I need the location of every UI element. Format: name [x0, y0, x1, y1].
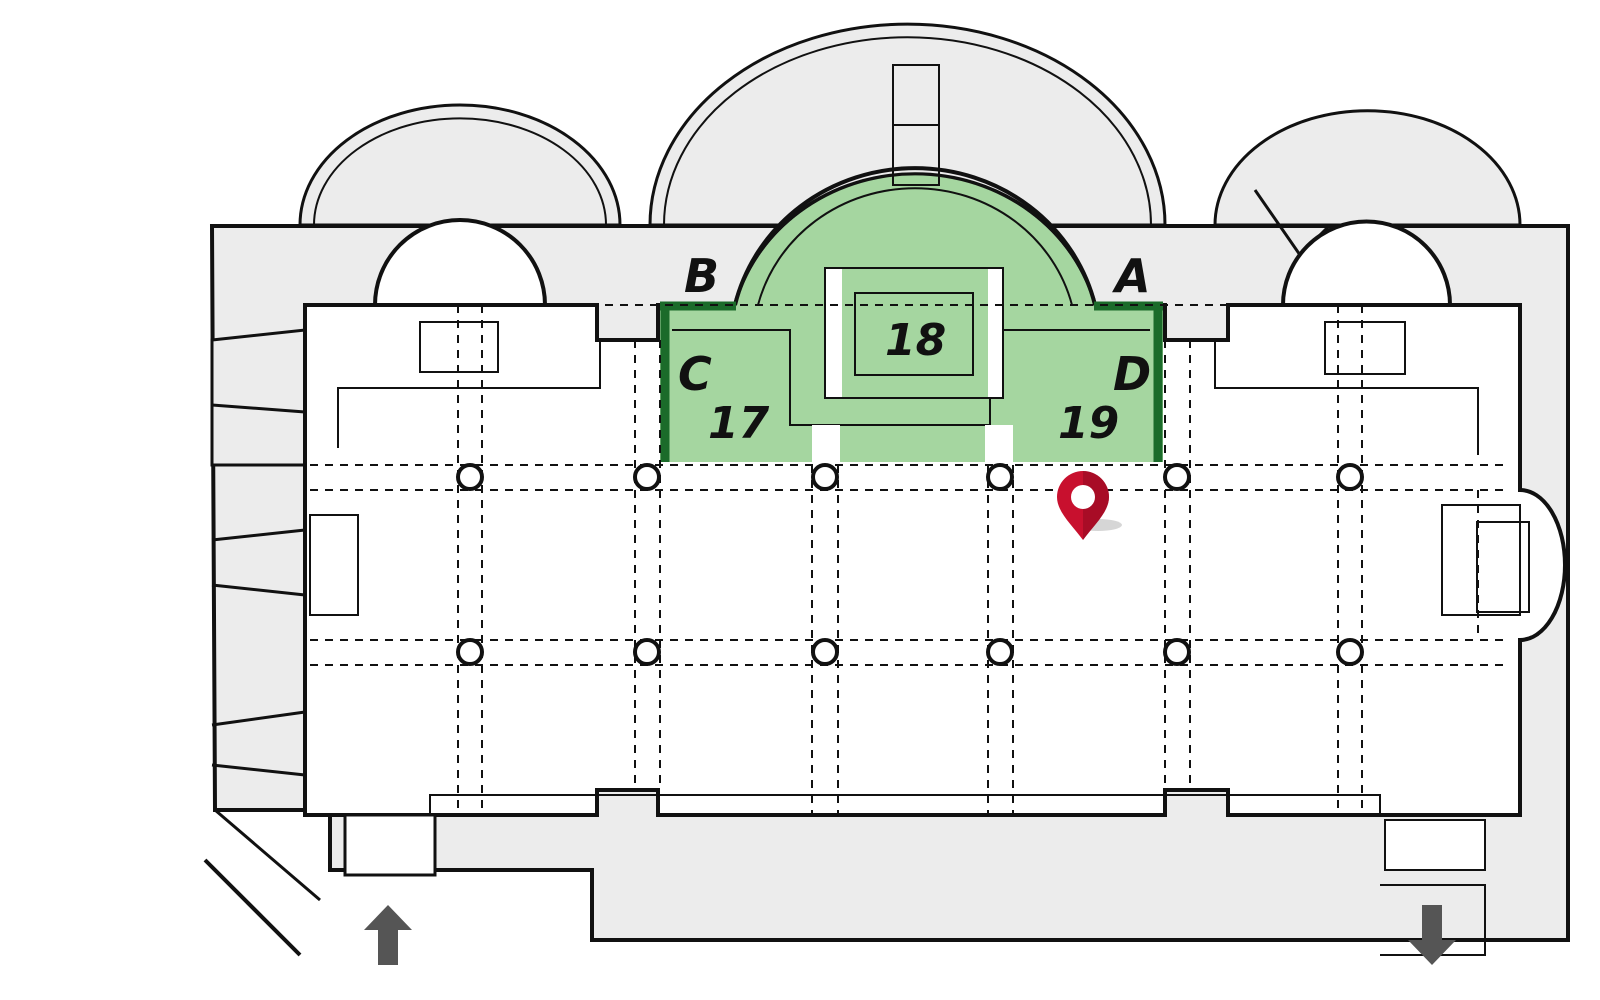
highlighted-area: [660, 124, 1163, 462]
arrow-down-icon: [1408, 905, 1456, 965]
wall-label-c: C: [678, 347, 712, 401]
column: [1163, 463, 1191, 491]
column: [986, 463, 1014, 491]
column: [633, 463, 661, 491]
column: [1336, 638, 1364, 666]
section-label-17: 17: [708, 398, 770, 449]
column: [811, 463, 839, 491]
wall-label-a: A: [1112, 249, 1151, 303]
wall-label-d: D: [1113, 347, 1151, 401]
column: [811, 638, 839, 666]
column: [456, 463, 484, 491]
nave-interior: [303, 172, 1567, 956]
wall-label-b: B: [684, 249, 719, 303]
section-label-18: 18: [885, 315, 946, 366]
column: [633, 638, 661, 666]
columns: [456, 463, 1364, 666]
map-pin-icon[interactable]: [1057, 471, 1122, 540]
arrow-up-icon: [364, 905, 412, 965]
column: [986, 638, 1014, 666]
column: [456, 638, 484, 666]
vault-grid: [305, 304, 1520, 815]
section-label-19: 19: [1058, 398, 1119, 449]
column: [1163, 638, 1191, 666]
column: [1336, 463, 1364, 491]
